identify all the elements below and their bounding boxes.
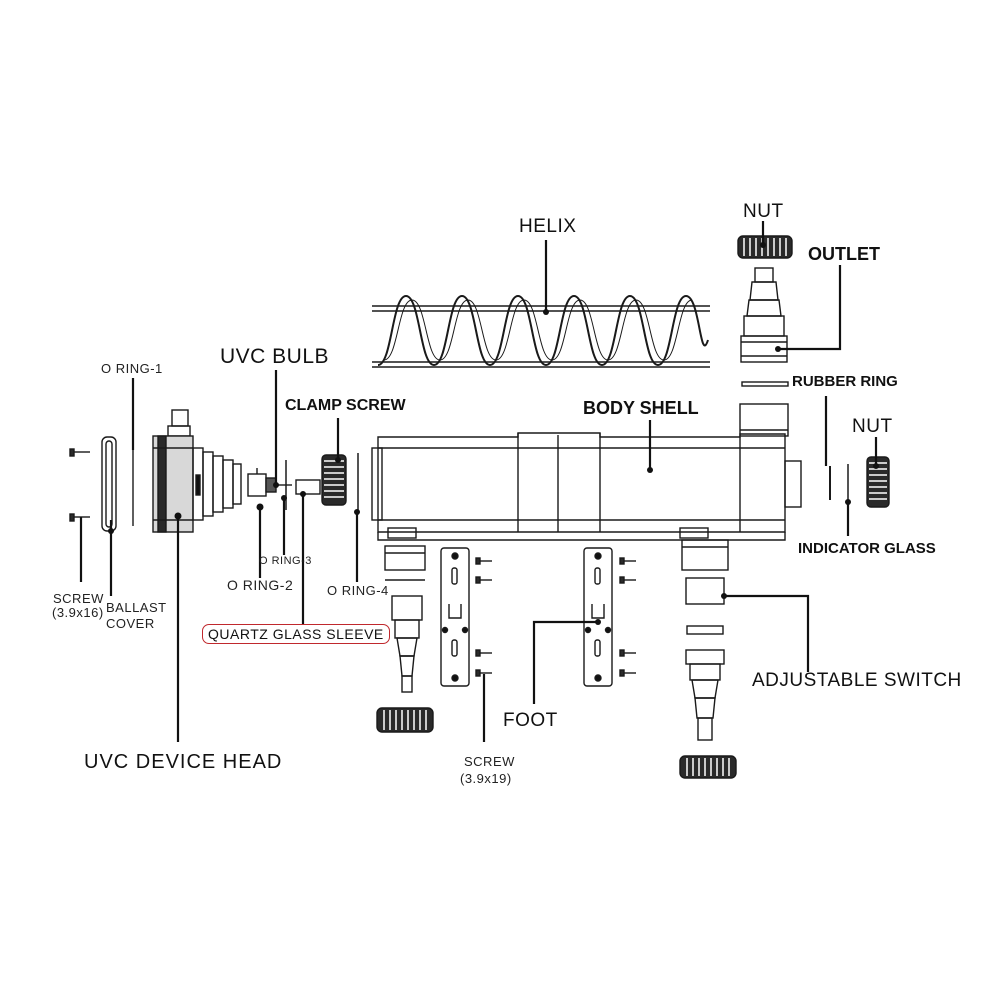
label-foot: FOOT bbox=[503, 710, 558, 731]
nut-bottom-left-part bbox=[376, 707, 434, 733]
helix-part bbox=[372, 294, 710, 368]
label-indicator-glass: INDICATOR GLASS bbox=[798, 540, 936, 557]
clamp-screw-part bbox=[321, 454, 347, 506]
label-screw-bottom-size: (3.9x19) bbox=[460, 771, 512, 786]
label-uvc-device-head: UVC DEVICE HEAD bbox=[84, 751, 283, 773]
label-uvc-bulb: UVC BULB bbox=[220, 345, 330, 368]
adjustable-switch-fitting bbox=[681, 539, 729, 741]
rubber-ring-part bbox=[741, 381, 789, 387]
label-adjustable-switch: ADJUSTABLE SWITCH bbox=[752, 670, 962, 691]
screw-left-part bbox=[69, 448, 90, 522]
foot-plate-left bbox=[440, 547, 470, 687]
label-rubber-ring: RUBBER RING bbox=[792, 373, 898, 390]
label-o-ring-4: O RING-4 bbox=[327, 583, 389, 598]
label-screw-left-size: (3.9x16) bbox=[52, 605, 104, 620]
nut-right-part bbox=[866, 456, 890, 508]
label-screw-bottom: SCREW bbox=[464, 754, 515, 769]
label-screw-left: SCREW bbox=[53, 591, 104, 606]
ballast-cover-part bbox=[101, 436, 117, 532]
label-cover: COVER bbox=[106, 616, 155, 631]
foot-plate-right bbox=[583, 547, 613, 687]
label-ballast: BALLAST bbox=[106, 600, 167, 615]
nut-bottom-right-part bbox=[679, 755, 737, 779]
screws-right bbox=[619, 557, 636, 677]
quartz-glass-sleeve-part bbox=[295, 479, 321, 495]
label-o-ring-2: O RING-2 bbox=[227, 577, 294, 593]
label-o-ring-3: O RING-3 bbox=[259, 555, 312, 567]
label-outlet: OUTLET bbox=[808, 244, 880, 264]
label-helix: HELIX bbox=[519, 216, 577, 237]
body-shell-part bbox=[371, 403, 802, 541]
inlet-fitting-left bbox=[384, 545, 426, 693]
label-quartz-glass-sleeve: QUARTZ GLASS SLEEVE bbox=[202, 624, 390, 644]
label-body-shell: BODY SHELL bbox=[583, 398, 699, 418]
uvc-device-head-part bbox=[152, 409, 242, 533]
label-nut-top: NUT bbox=[743, 201, 784, 222]
label-nut-right: NUT bbox=[852, 416, 893, 437]
label-o-ring-1: O RING-1 bbox=[101, 361, 163, 376]
screws-middle bbox=[475, 557, 492, 677]
label-clamp-screw: CLAMP SCREW bbox=[285, 397, 406, 414]
